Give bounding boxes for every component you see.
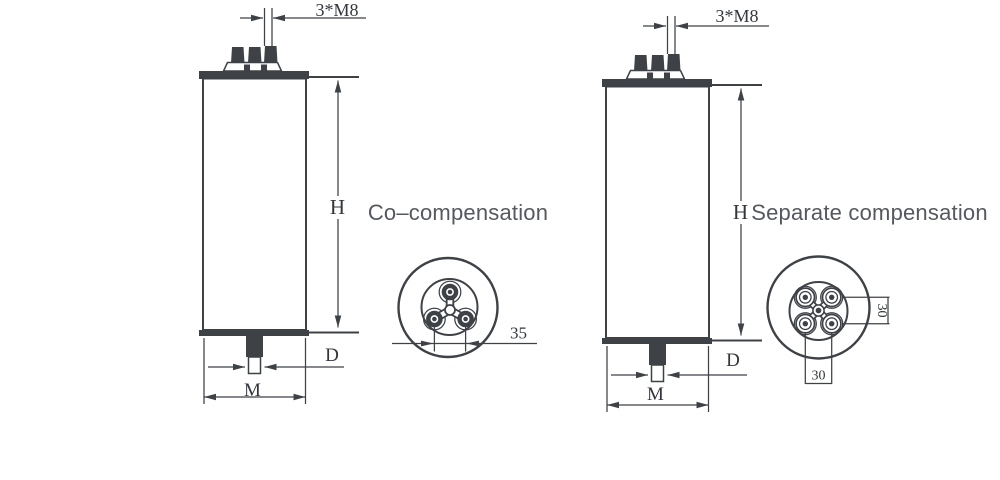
terminal [795,287,816,308]
height-dim-label: H [330,195,345,219]
stud-diameter-dim-label: D [325,345,339,366]
terminal-pitch-label: 35 [510,324,527,343]
separate-compensation-title: Separate compensation [751,200,988,225]
terminal [795,313,816,334]
co-compensation-top-view: Co–compensation [368,200,548,359]
terminal [821,287,842,308]
horizontal-pitch-label: 30 [812,369,826,384]
height-dim-label: H [733,200,748,224]
vertical-pitch-label: 30 [874,304,889,318]
terminal-boss-circle [420,278,479,336]
label-mask [732,201,749,224]
separate-compensation-front-view: 3*M8 H D M [602,6,769,412]
center-hub [444,304,456,316]
terminal [441,283,459,301]
stud-diameter-dim-label: D [726,350,740,371]
case-outline-circle [397,256,499,359]
terminal-boss-circle [788,281,849,341]
mount-width-dim-label: M [647,384,664,405]
terminal [821,313,842,334]
separate-compensation-top-view: Separate compensation [751,200,988,385]
thread-spec-label: 3*M8 [715,6,758,26]
case-outline-circle [766,255,871,360]
mount-width-dim-label: M [244,380,261,401]
co-compensation-front-view: 3*M8 H D M [199,0,366,404]
thread-spec-label: 3*M8 [315,0,358,20]
co-compensation-title: Co–compensation [368,200,548,225]
label-mask [329,196,346,219]
